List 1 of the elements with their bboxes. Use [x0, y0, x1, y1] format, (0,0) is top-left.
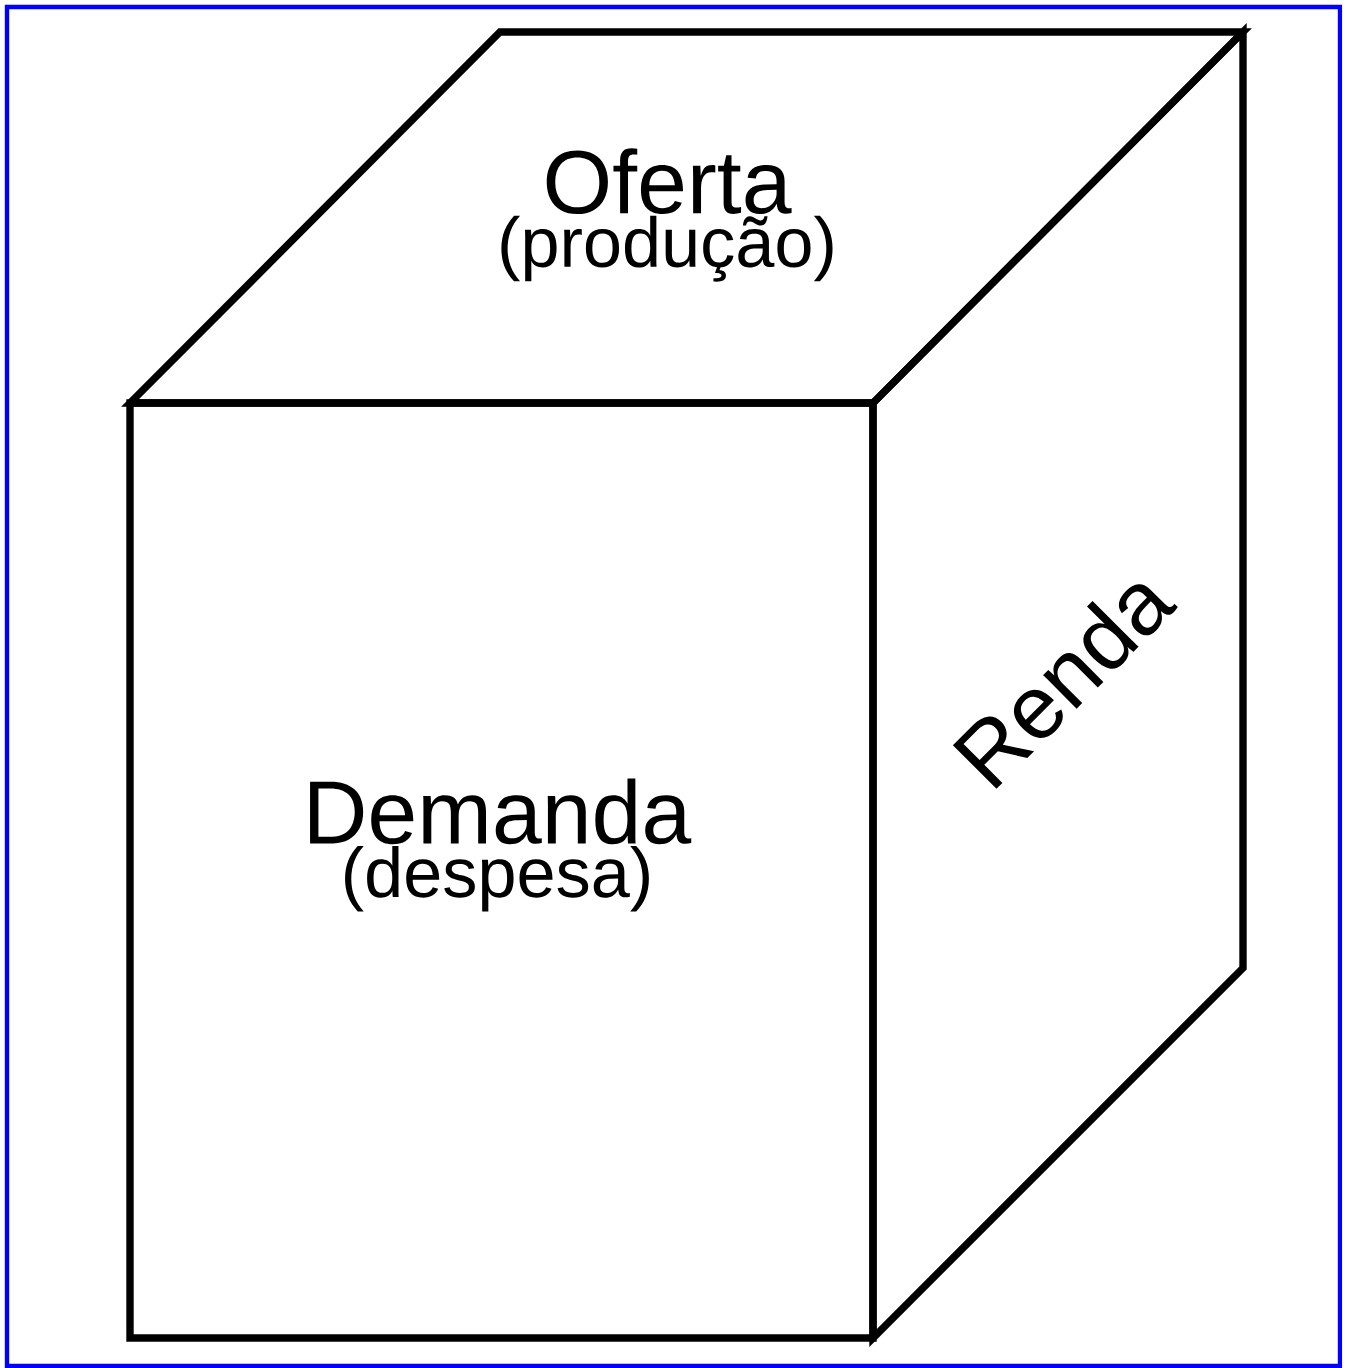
- front-face: Demanda (despesa): [126, 399, 877, 1342]
